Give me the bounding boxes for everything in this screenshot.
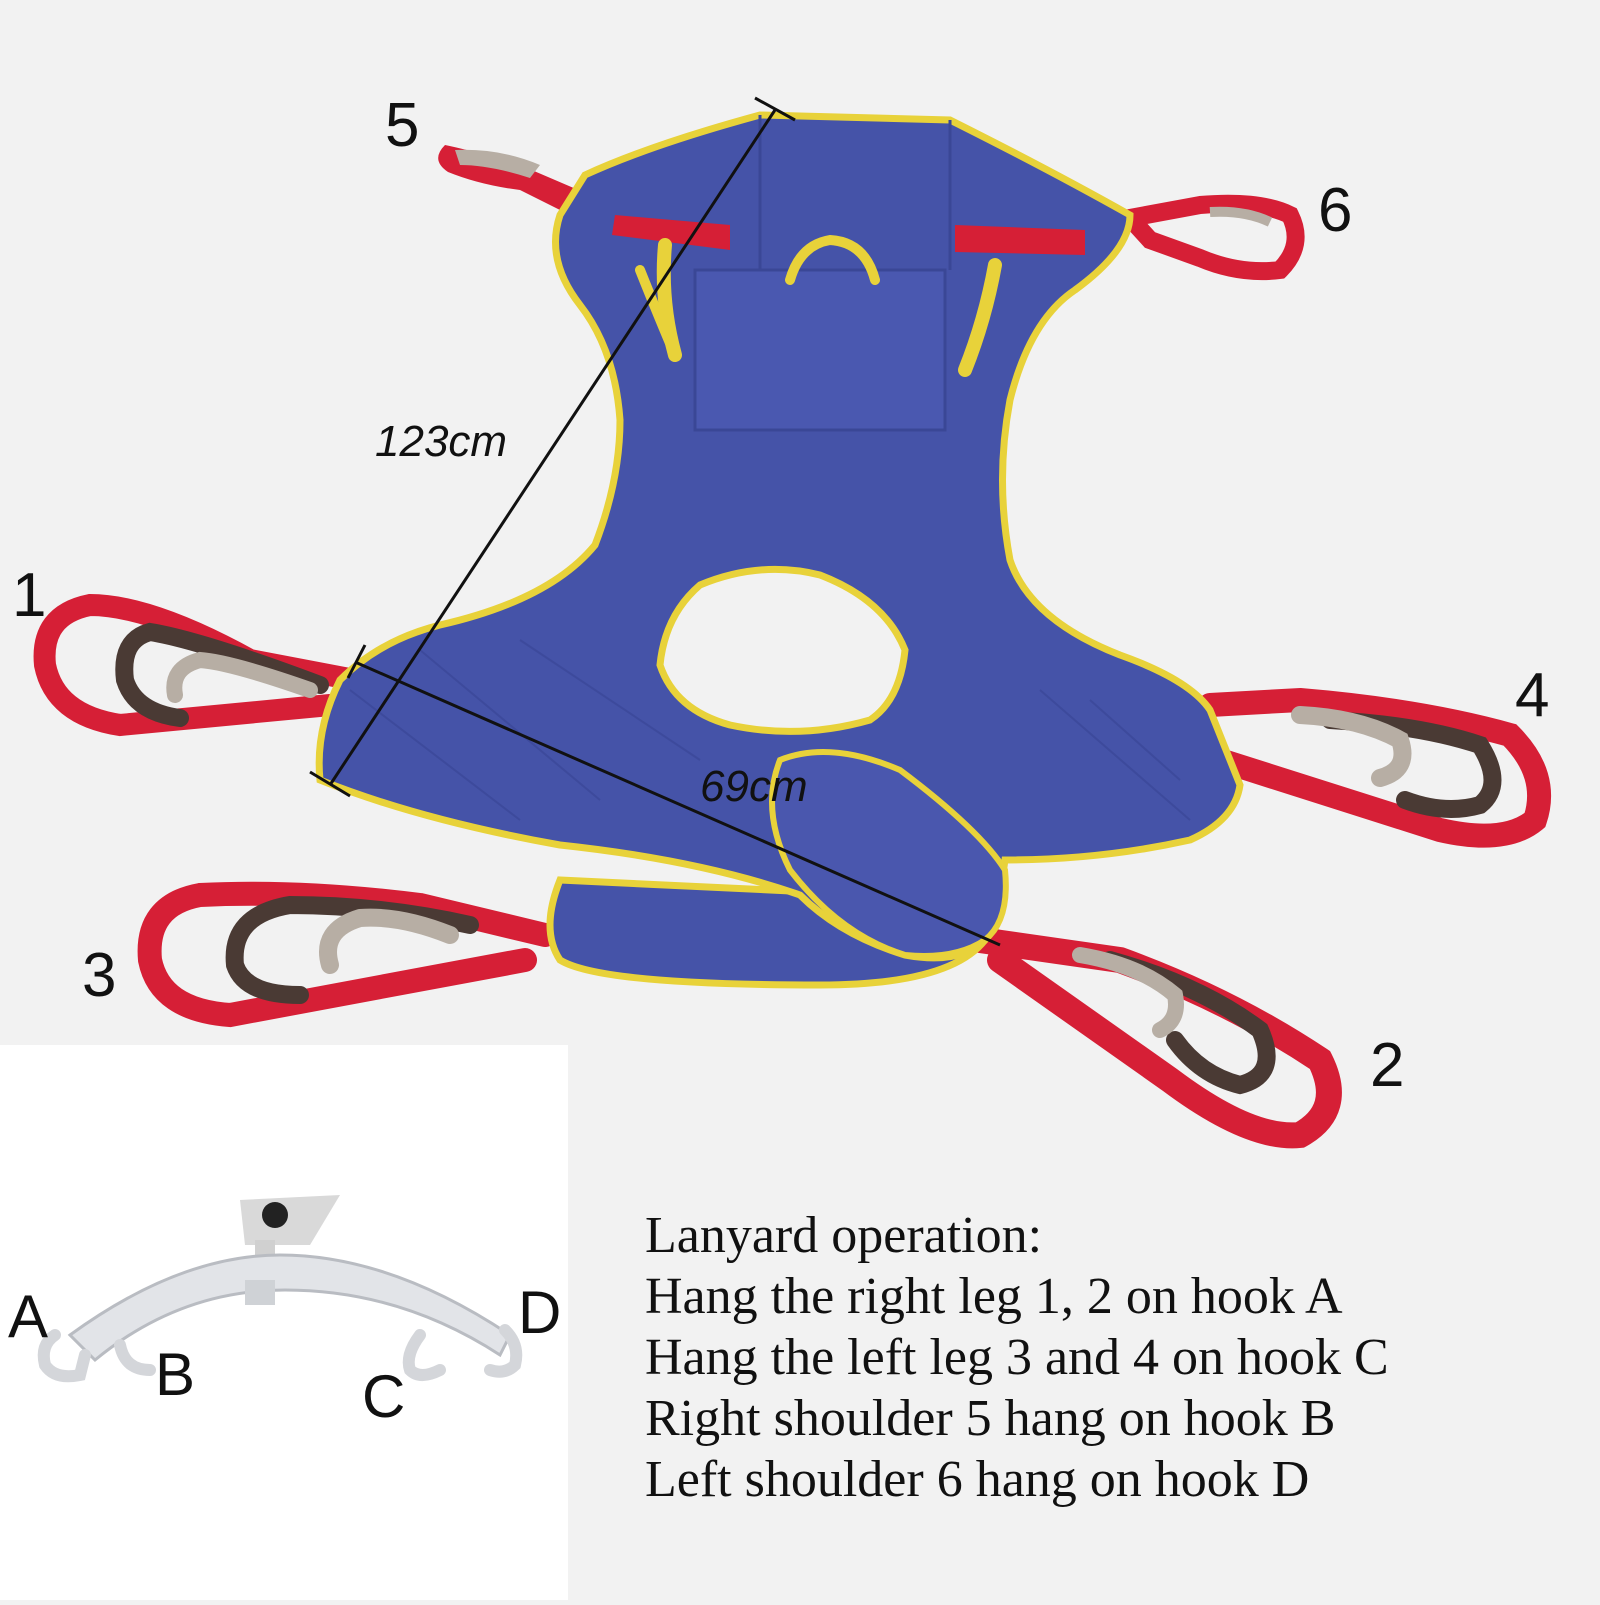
hook-label-c: C (362, 1363, 406, 1430)
hook-label-d: D (518, 1279, 562, 1346)
hook-label-b: B (155, 1341, 196, 1408)
dimension-line-width (346, 644, 1001, 947)
dimension-label-width: 69cm (700, 762, 808, 811)
strap-label-2: 2 (1370, 1031, 1405, 1100)
strap-label-5: 5 (385, 91, 420, 160)
instruction-line-1: Hang the right leg 1, 2 on hook A (645, 1268, 1343, 1325)
leg-strap-3 (137, 881, 557, 1028)
pocket-handle (785, 234, 880, 285)
instruction-line-2: Hang the left leg 3 and 4 on hook C (645, 1329, 1389, 1386)
instruction-line-3: Right shoulder 5 hang on hook B (645, 1390, 1336, 1447)
strap-label-4: 4 (1515, 661, 1550, 730)
sling-body (315, 111, 1244, 989)
lanyard-instructions: Lanyard operation: Hang the right leg 1,… (645, 1205, 1545, 1510)
strap-label-3: 3 (82, 941, 117, 1010)
hook-bar-illustration (37, 1195, 523, 1383)
dimension-line-diagonal (309, 96, 796, 798)
instruction-line-4: Left shoulder 6 hang on hook D (645, 1451, 1310, 1508)
hook-label-a: A (8, 1283, 49, 1350)
leg-strap-2 (967, 927, 1342, 1149)
head-pocket (693, 268, 947, 432)
hook-bar-panel: A B C D (0, 1045, 568, 1600)
shoulder-strap-6 (1112, 194, 1305, 281)
leg-strap-1 (33, 593, 366, 737)
leg-strap-4 (1198, 687, 1552, 848)
dimension-label-diagonal: 123cm (375, 417, 508, 466)
strap-label-6: 6 (1318, 176, 1353, 245)
strap-label-1: 1 (12, 561, 47, 630)
shoulder-strap-5 (438, 145, 590, 215)
commode-opening (656, 565, 909, 735)
instructions-title: Lanyard operation: (645, 1207, 1043, 1264)
